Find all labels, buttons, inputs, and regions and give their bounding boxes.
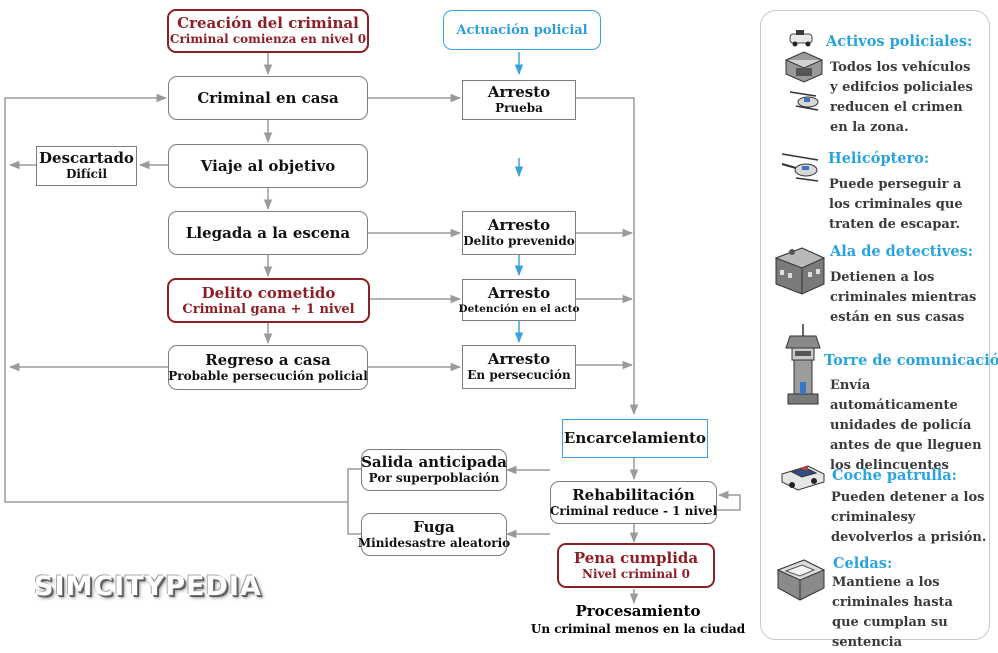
node-title: Arresto xyxy=(487,283,551,302)
node-title: Arresto xyxy=(487,350,551,368)
bracket-salida-fuga xyxy=(347,468,361,535)
node-title: Creación del criminal xyxy=(177,14,359,32)
detective-wing-icon xyxy=(774,247,826,295)
legend-text-activos: Todos los vehículos y edifcios policiale… xyxy=(830,60,973,135)
node-subtitle: Nivel criminal 0 xyxy=(582,566,690,581)
patrol-car-icon xyxy=(781,465,825,491)
legend-title-torre: Torre de comunicación: xyxy=(824,352,998,369)
node-subtitle: Difícil xyxy=(65,167,108,181)
arrow-collector-encarcelamiento xyxy=(576,97,639,416)
arrow-rehab-loop xyxy=(717,490,741,511)
legend-text-detectives: Detienen a los criminales mientras están… xyxy=(830,270,977,325)
node-delito-cometido: Delito cometido Criminal gana + 1 nivel xyxy=(167,278,370,323)
police-assets-icon xyxy=(785,30,823,111)
node-pena-cumplida: Pena cumplida Nivel criminal 0 xyxy=(557,543,715,588)
legend-title-detectives: Ala de detectives: xyxy=(830,243,974,260)
cells-icon xyxy=(776,559,826,601)
node-title: Procesamiento xyxy=(575,602,701,620)
legend-text-patrulla: Pueden detener a los criminalesy devolve… xyxy=(831,490,987,545)
legend-panel xyxy=(760,10,990,640)
node-subtitle: Detención en el acto xyxy=(458,302,580,315)
node-title: Fuga xyxy=(413,517,455,536)
node-procesamiento: Procesamiento Un criminal menos en la ci… xyxy=(530,602,746,638)
node-title: Actuación policial xyxy=(456,22,588,38)
node-actuacion-policial: Actuación policial xyxy=(443,10,601,50)
node-llegada-escena: Llegada a la escena xyxy=(168,211,368,255)
node-title: Arresto xyxy=(487,83,551,101)
node-salida-anticipada: Salida anticipada Por superpoblación xyxy=(361,449,507,491)
legend-title-celdas: Celdas: xyxy=(833,555,893,572)
legend-text-celdas: Mantiene a los criminales hasta que cump… xyxy=(832,575,953,650)
node-subtitle: Delito prevenido xyxy=(463,234,575,248)
node-subtitle: Minidesastre aleatorio xyxy=(357,535,511,550)
node-encarcelamiento: Encarcelamiento xyxy=(562,419,708,458)
node-descartado: Descartado Difícil xyxy=(36,146,137,186)
node-rehabilitacion: Rehabilitación Criminal reduce - 1 nivel xyxy=(550,481,717,524)
node-title: Regreso a casa xyxy=(205,350,331,369)
node-subtitle: Criminal comienza en nivel 0 xyxy=(169,32,367,46)
node-subtitle: En persecución xyxy=(467,368,571,382)
node-creacion-criminal: Creación del criminal Criminal comienza … xyxy=(167,9,369,53)
node-subtitle: Un criminal menos en la ciudad xyxy=(530,622,746,636)
node-title: Criminal en casa xyxy=(197,88,339,107)
communication-tower-icon xyxy=(785,324,821,405)
legend-text-torre: Envía automáticamente unidades de policí… xyxy=(830,378,982,473)
node-title: Salida anticipada xyxy=(361,453,507,471)
node-title: Delito cometido xyxy=(201,283,336,302)
legend-title-activos: Activos policiales: xyxy=(826,33,973,50)
node-arresto-persecucion: Arresto En persecución xyxy=(462,345,576,389)
simcitypedia-logo: SIMCITYPEDIA xyxy=(34,571,262,602)
node-title: Arresto xyxy=(487,216,551,234)
node-subtitle: Criminal gana + 1 nivel xyxy=(182,301,355,317)
node-subtitle: Criminal reduce - 1 nivel xyxy=(549,503,718,518)
node-title: Descartado xyxy=(39,149,134,167)
arrow-return-home xyxy=(4,93,348,503)
helicopter-icon xyxy=(781,153,819,182)
node-title: Llegada a la escena xyxy=(185,223,351,242)
node-arresto-prueba: Arresto Prueba xyxy=(462,80,576,120)
node-arresto-acto: Arresto Detención en el acto xyxy=(459,279,580,321)
legend-title-patrulla: Coche patrulla: xyxy=(832,467,958,484)
node-subtitle: Probable persecución policial xyxy=(168,368,368,383)
node-regreso-casa: Regreso a casa Probable persecución poli… xyxy=(168,345,368,390)
node-title: Pena cumplida xyxy=(573,548,699,567)
legend-title-helicoptero: Helicóptero: xyxy=(828,150,930,167)
node-criminal-en-casa: Criminal en casa xyxy=(168,76,368,120)
node-subtitle: Prueba xyxy=(495,101,543,115)
node-subtitle: Por superpoblación xyxy=(368,471,500,485)
legend-text-helicoptero: Puede perseguir a los criminales que tra… xyxy=(829,177,963,232)
node-title: Rehabilitación xyxy=(572,485,695,504)
node-fuga: Fuga Minidesastre aleatorio xyxy=(357,513,511,556)
node-title: Viaje al objetivo xyxy=(200,156,336,175)
node-arresto-prevenido: Arresto Delito prevenido xyxy=(462,211,576,255)
node-viaje-objetivo: Viaje al objetivo xyxy=(168,144,368,188)
node-title: Encarcelamiento xyxy=(563,429,707,447)
